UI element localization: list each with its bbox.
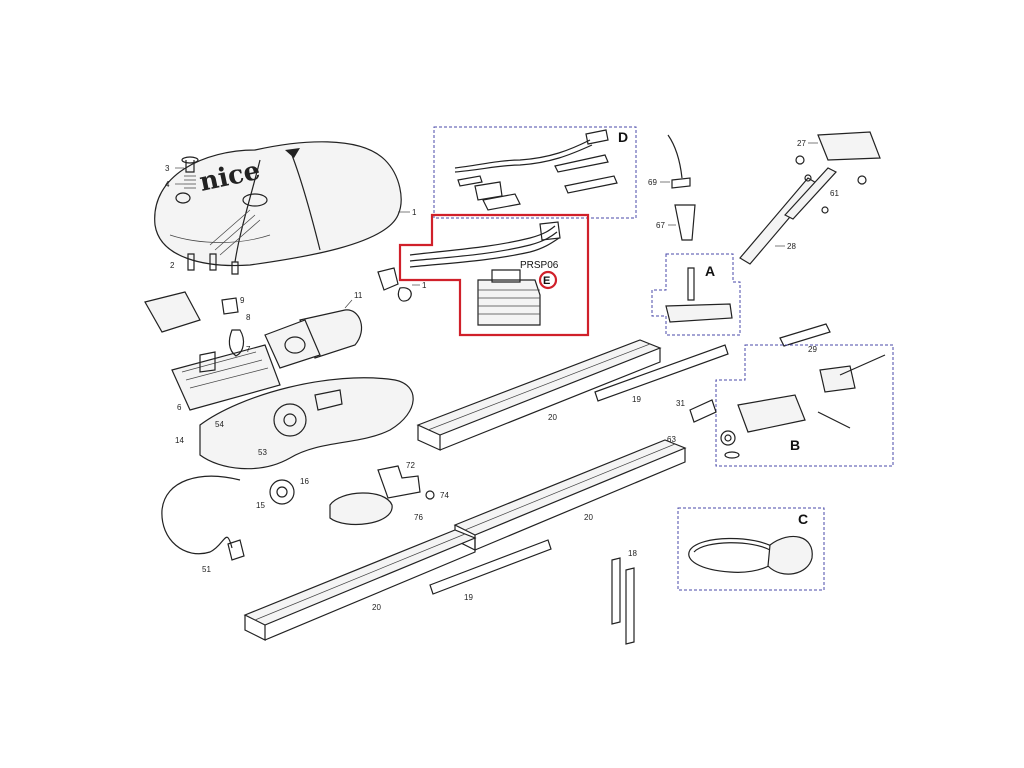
group-e-circle bbox=[538, 270, 558, 290]
control-board: 6 7 8 9 bbox=[144, 291, 281, 412]
label-61: 61 bbox=[830, 189, 839, 198]
label-69: 69 bbox=[648, 178, 657, 187]
link-29: 29 bbox=[779, 323, 831, 354]
group-label-d: D bbox=[618, 129, 628, 145]
group-d: D bbox=[433, 126, 637, 219]
part-code-prsp06: PRSP06 bbox=[520, 260, 559, 271]
group-label-e: E bbox=[543, 275, 550, 287]
motor: 11 bbox=[264, 291, 363, 369]
cover-screws: 3 4 2 bbox=[165, 156, 239, 275]
power-cable: 51 bbox=[161, 475, 245, 574]
label-51: 51 bbox=[202, 565, 211, 574]
label-8: 8 bbox=[246, 313, 251, 322]
group-label-b: B bbox=[790, 437, 800, 453]
label-4: 4 bbox=[165, 180, 170, 189]
label-20-a: 20 bbox=[548, 413, 557, 422]
joint-plates: 19 19 bbox=[429, 344, 729, 602]
door-arm: 27 28 61 bbox=[739, 131, 881, 265]
label-63: 63 bbox=[667, 435, 676, 444]
label-2: 2 bbox=[170, 261, 175, 270]
release-handle: 69 67 bbox=[648, 134, 696, 241]
label-1: 1 bbox=[412, 208, 417, 217]
base-plate: 14 54 53 bbox=[175, 377, 414, 470]
label-27: 27 bbox=[797, 139, 806, 148]
label-20-b: 20 bbox=[584, 513, 593, 522]
motor-cover: nice 1 bbox=[154, 141, 417, 267]
group-label-c: C bbox=[798, 511, 808, 527]
label-67: 67 bbox=[656, 221, 665, 230]
label-3: 3 bbox=[165, 164, 170, 173]
label-76: 76 bbox=[414, 513, 423, 522]
rail-upper: 20 bbox=[416, 339, 662, 451]
label-53: 53 bbox=[258, 448, 267, 457]
label-31: 31 bbox=[676, 399, 685, 408]
label-74: 74 bbox=[440, 491, 449, 500]
rail-lower: 20 bbox=[243, 529, 477, 641]
label-72: 72 bbox=[406, 461, 415, 470]
label-28: 28 bbox=[787, 242, 796, 251]
label-19-b: 19 bbox=[464, 593, 473, 602]
label-15: 15 bbox=[256, 501, 265, 510]
hanging-brackets: 18 bbox=[611, 549, 637, 645]
cable-clip: 1 bbox=[377, 267, 427, 302]
ceiling-bracket: 72 76 74 bbox=[329, 461, 449, 525]
group-e-highlight: PRSP06 E bbox=[398, 213, 590, 337]
group-b: B bbox=[715, 344, 894, 467]
label-54: 54 bbox=[215, 420, 224, 429]
label-6: 6 bbox=[177, 403, 182, 412]
label-14: 14 bbox=[175, 436, 184, 445]
label-19-a: 19 bbox=[632, 395, 641, 404]
group-label-a: A bbox=[705, 263, 715, 279]
group-a: A bbox=[651, 253, 741, 336]
rail-middle: 20 bbox=[453, 439, 687, 551]
label-11: 11 bbox=[354, 291, 363, 300]
label-29: 29 bbox=[808, 345, 817, 354]
label-7: 7 bbox=[246, 345, 251, 354]
label-20-c: 20 bbox=[372, 603, 381, 612]
label-18: 18 bbox=[628, 549, 637, 558]
roller-parts: 31 63 bbox=[667, 399, 740, 459]
group-c: C bbox=[677, 507, 825, 591]
label-16: 16 bbox=[300, 477, 309, 486]
label-clip-1: 1 bbox=[422, 281, 427, 290]
pinion: 16 15 bbox=[256, 477, 309, 510]
label-9: 9 bbox=[240, 296, 245, 305]
